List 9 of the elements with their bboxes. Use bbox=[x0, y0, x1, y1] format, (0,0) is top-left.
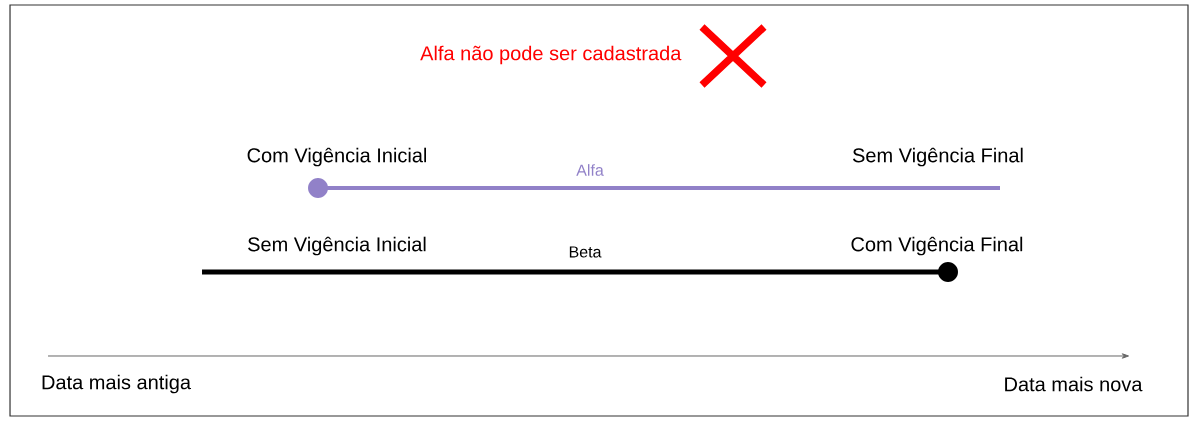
timeline-label: Sem Vigência Inicial bbox=[248, 236, 426, 256]
axis-label: Data mais nova bbox=[1005, 376, 1143, 392]
line-label: Alfa bbox=[576, 164, 604, 176]
timeline-label: Com Vigência Inicial bbox=[247, 147, 427, 167]
note-text: Alfa não pode ser cadastrada bbox=[420, 45, 682, 65]
timeline-label: Com Vigência Final bbox=[851, 236, 1023, 256]
timeline-label: Sem Vigência Final bbox=[852, 147, 1023, 167]
line-label: Beta bbox=[569, 246, 602, 258]
axis-label: Data mais antiga bbox=[42, 374, 191, 394]
